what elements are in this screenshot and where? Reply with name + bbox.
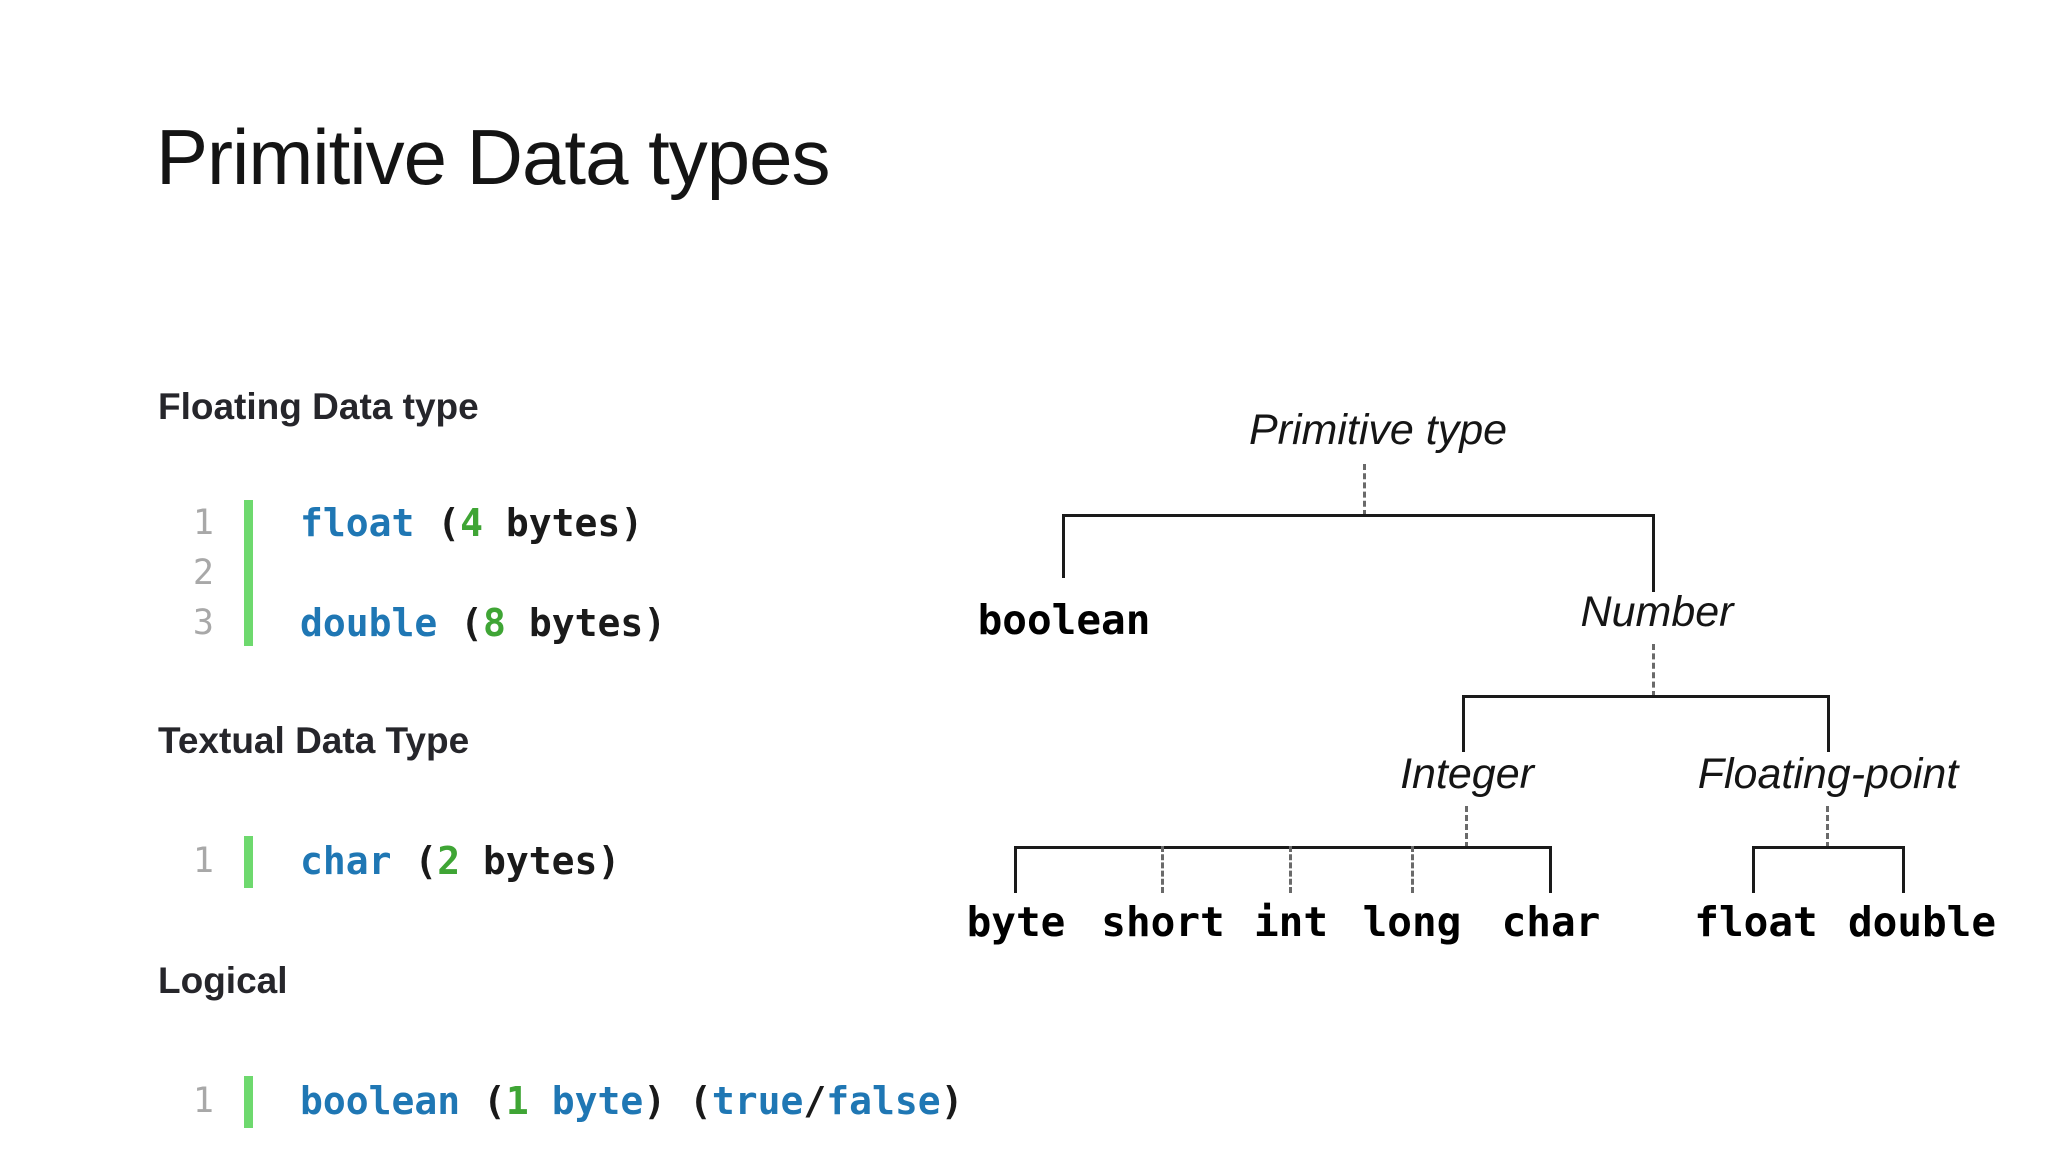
code-gutter-bar — [244, 1076, 253, 1128]
code-token: bytes) — [483, 501, 644, 545]
code-token: byte — [551, 1079, 644, 1123]
tree-node-floating-point: Floating-point — [1697, 750, 1959, 798]
tree-connector-tick — [1752, 846, 1755, 893]
tree-leaf-byte: byte — [966, 898, 1066, 946]
code-token: double — [300, 601, 438, 645]
tree-connector-stem — [1652, 644, 1655, 697]
tree-connector-tick — [1014, 846, 1017, 893]
code-token: ( — [391, 839, 438, 883]
code-token: true — [711, 1079, 804, 1123]
section-heading-floating: Floating Data type — [158, 386, 479, 427]
code-token: 2 — [437, 839, 461, 883]
tree-node-primitive-type: Primitive type — [1248, 406, 1508, 454]
tree-connector-stem — [1465, 806, 1468, 848]
code-text: double (8 bytes) — [300, 598, 666, 648]
tree-leaf-float: float — [1694, 898, 1818, 946]
code-token: ) — [940, 1079, 964, 1123]
code-token: bytes) — [505, 601, 667, 645]
tree-leaf-double: double — [1847, 898, 1997, 946]
tree-connector-drop — [1652, 514, 1655, 592]
tree-connector-drop — [1062, 514, 1065, 578]
line-number: 1 — [192, 841, 214, 881]
tree-connector-tick — [1549, 846, 1552, 893]
tree-leaf-short: short — [1101, 898, 1225, 946]
tree-node-integer: Integer — [1400, 750, 1534, 798]
code-token: / — [803, 1079, 827, 1123]
line-number: 1 — [192, 1081, 214, 1121]
code-token: 8 — [483, 601, 506, 645]
tree-connector-tick — [1289, 846, 1292, 893]
tree-connector-drop — [1827, 695, 1830, 752]
tree-connector-bar — [1462, 695, 1830, 698]
tree-leaf-long: long — [1362, 898, 1462, 946]
code-token: char — [300, 839, 392, 883]
line-number: 2 — [192, 553, 214, 593]
code-token: bytes) — [460, 839, 621, 883]
section-heading-textual: Textual Data Type — [158, 720, 470, 761]
tree-connector-stem — [1826, 806, 1829, 848]
code-gutter-bar — [244, 500, 253, 646]
code-gutter-bar — [244, 836, 253, 888]
code-text: float (4 bytes) — [300, 498, 643, 548]
tree-node-number: Number — [1580, 588, 1734, 636]
code-text: char (2 bytes) — [300, 834, 620, 888]
tree-connector-bar — [1752, 846, 1905, 849]
tree-connector-bar — [1014, 846, 1552, 849]
code-token: 1 — [505, 1079, 529, 1123]
tree-connector-tick — [1902, 846, 1905, 893]
tree-connector-tick — [1161, 846, 1164, 893]
code-token: 4 — [460, 501, 484, 545]
line-number: 3 — [192, 603, 214, 643]
code-token: false — [826, 1079, 941, 1123]
tree-connector-bar — [1062, 514, 1655, 517]
section-heading-logical: Logical — [158, 960, 288, 1001]
tree-connector-stem — [1363, 464, 1366, 516]
page-title: Primitive Data types — [156, 113, 831, 201]
code-token: float — [300, 501, 415, 545]
tree-connector-drop — [1462, 695, 1465, 752]
line-number: 1 — [192, 503, 214, 543]
code-token: ) ( — [643, 1079, 712, 1123]
code-text: boolean (1 byte) (true/false) — [300, 1074, 964, 1128]
code-token — [529, 1079, 552, 1123]
code-token: ( — [437, 601, 484, 645]
code-token: ( — [460, 1079, 506, 1123]
code-token: boolean — [300, 1079, 461, 1123]
tree-connector-tick — [1411, 846, 1414, 893]
tree-leaf-char: char — [1501, 898, 1601, 946]
tree-leaf-int: int — [1253, 898, 1329, 946]
tree-node-boolean: boolean — [977, 596, 1151, 644]
code-token: ( — [414, 501, 461, 545]
